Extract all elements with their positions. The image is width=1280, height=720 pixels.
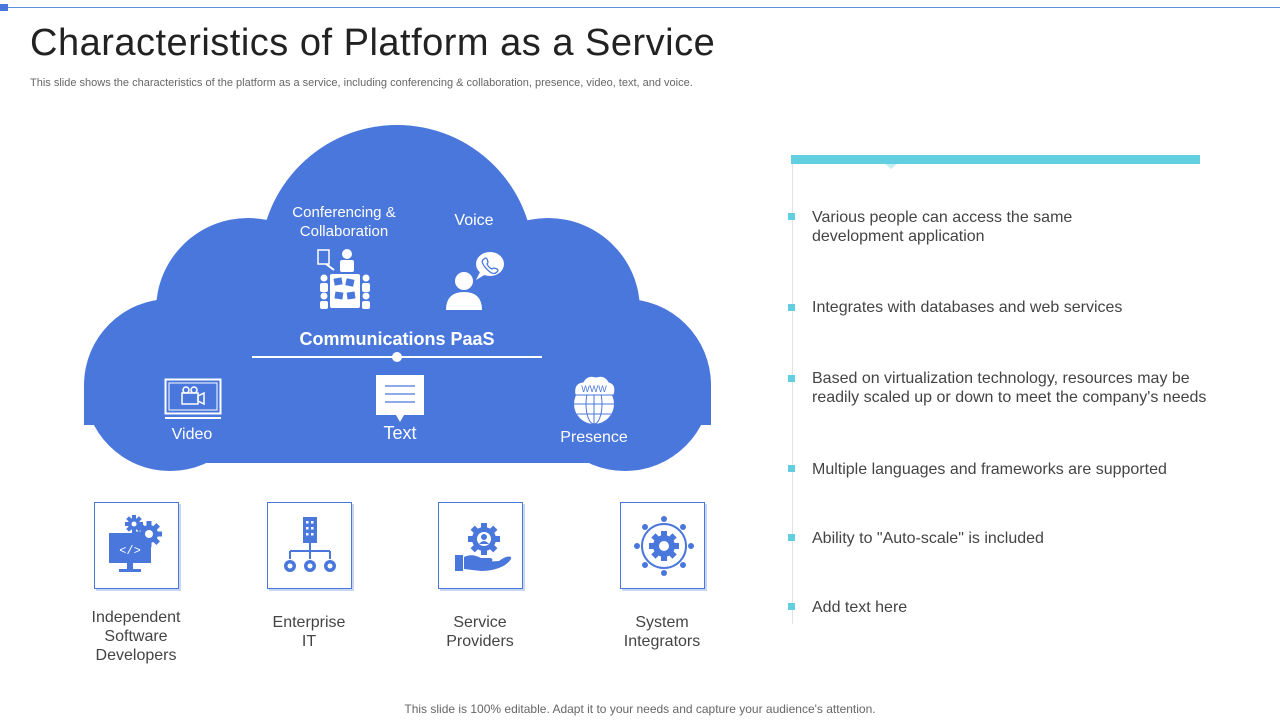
- page-title: Characteristics of Platform as a Service: [30, 22, 716, 64]
- segment-label-line: IT: [301, 633, 317, 650]
- conferencing-label-line1: Conferencing &: [292, 204, 396, 221]
- presence-globe-icon: WWW: [574, 375, 616, 425]
- bullet-text-line: Various people can access the same: [812, 209, 1073, 226]
- page-subtitle: This slide shows the characteristics of …: [30, 77, 693, 89]
- segment-label-line: Service: [453, 614, 507, 631]
- conferencing-icon: [317, 249, 370, 309]
- hand-gear-icon: [455, 523, 512, 571]
- svg-text:</>: </>: [119, 544, 141, 558]
- segment-label-software-developers: Independent Software Developers: [66, 608, 206, 665]
- bullet-text-line: readily scaled up or down to meet the co…: [812, 389, 1207, 406]
- bullet-marker: [788, 304, 795, 311]
- bullet-text: Integrates with databases and web servic…: [812, 298, 1232, 317]
- segment-label-service-providers: Service Providers: [410, 613, 550, 651]
- bullet-text: Based on virtualization technology, reso…: [812, 369, 1232, 407]
- segment-label-line: Integrators: [623, 633, 701, 650]
- bullet-text-line: development application: [812, 228, 985, 245]
- conferencing-label-line2: Collaboration: [299, 223, 389, 240]
- top-rule: [0, 7, 1280, 8]
- bullet-marker: [788, 213, 795, 220]
- segment-label-line: Enterprise: [272, 614, 346, 631]
- bullet-marker: [788, 534, 795, 541]
- bullet-text: Various people can access the same devel…: [812, 208, 1232, 246]
- segment-box-enterprise-it: [267, 502, 352, 589]
- segment-label-line: Providers: [446, 633, 514, 650]
- top-accent: [0, 4, 8, 11]
- presence-icon-text: WWW: [581, 384, 607, 394]
- segment-label-line: Independent: [91, 609, 181, 626]
- presence-label: Presence: [560, 429, 628, 446]
- bullet-text: Add text here: [812, 598, 1232, 617]
- segment-box-system-integrators: [620, 502, 705, 589]
- communications-paas-label: Communications PaaS: [299, 329, 495, 349]
- panel-timeline-line: [792, 164, 793, 624]
- text-label: Text: [383, 423, 417, 443]
- bullet-text-line: Ability to "Auto-scale" is included: [812, 530, 1044, 547]
- bullet-text: Multiple languages and frameworks are su…: [812, 460, 1232, 479]
- code-monitor-gear-icon: </>: [109, 515, 162, 572]
- bullet-marker: [788, 603, 795, 610]
- panel-header-bar: [791, 155, 1200, 164]
- text-message-icon: [376, 375, 424, 422]
- segment-box-software-developers: </>: [94, 502, 179, 589]
- voice-call-icon: [446, 252, 504, 310]
- segment-label-line: Software: [104, 628, 168, 645]
- video-monitor-icon: [164, 378, 222, 419]
- bullet-text: Ability to "Auto-scale" is included: [812, 529, 1232, 548]
- enterprise-building-icon: [284, 517, 336, 572]
- segment-label-enterprise-it: Enterprise IT: [239, 613, 379, 651]
- segment-label-line: System: [635, 614, 689, 631]
- bullet-text-line: Add text here: [812, 599, 908, 616]
- segment-label-line: Developers: [95, 647, 177, 664]
- segment-label-system-integrators: System Integrators: [592, 613, 732, 651]
- bullet-marker: [788, 375, 795, 382]
- panel-header-notch: [885, 164, 897, 169]
- gear-network-icon: [634, 516, 694, 576]
- conferencing-label: Conferencing & Collaboration: [276, 203, 412, 241]
- bullet-text-line: Integrates with databases and web servic…: [812, 299, 1123, 316]
- voice-label: Voice: [454, 212, 494, 229]
- footer-note: This slide is 100% editable. Adapt it to…: [404, 702, 876, 716]
- bullet-text-line: Multiple languages and frameworks are su…: [812, 461, 1167, 478]
- bullet-marker: [788, 465, 795, 472]
- segment-box-service-providers: [438, 502, 523, 589]
- video-label: Video: [171, 426, 213, 443]
- bullet-text-line: Based on virtualization technology, reso…: [812, 370, 1190, 387]
